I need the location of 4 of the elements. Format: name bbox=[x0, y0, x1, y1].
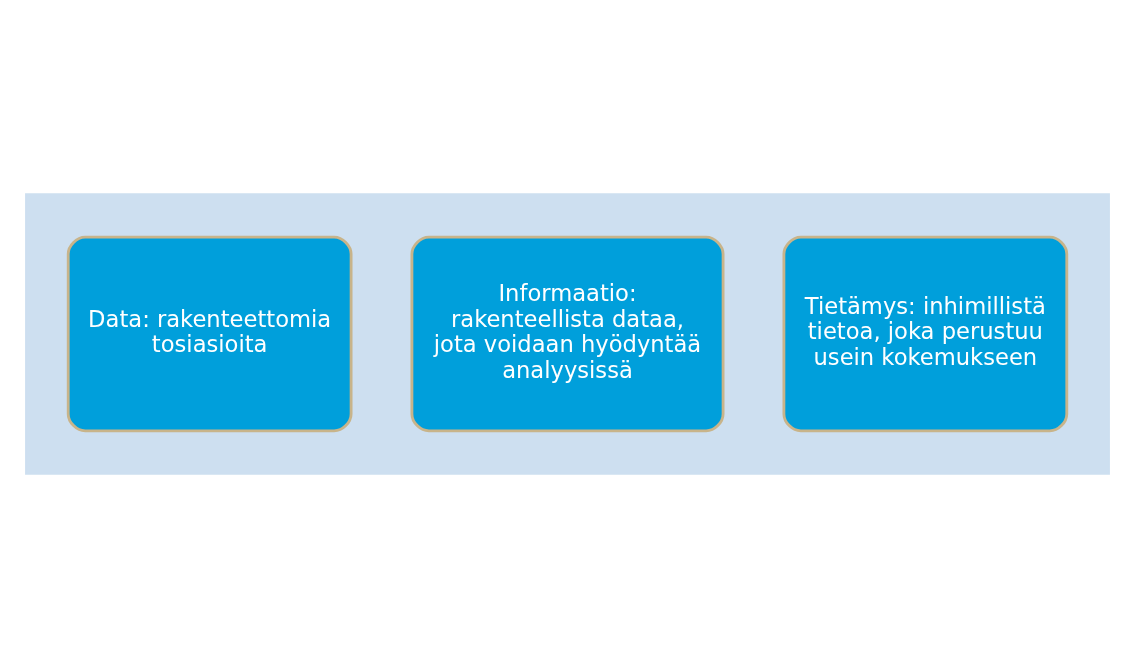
cluster bbox=[25, 193, 1110, 475]
node-box: Tietämys: inhimillistä tietoa, joka perustuu usein kokemukseen bbox=[782, 235, 1069, 433]
node-box: Data: rakenteettomia tosiasioita bbox=[66, 235, 353, 433]
node-box: Informaatio: rakenteellista dataa, jota voidaan hyödyntää analyysissä bbox=[410, 235, 725, 433]
